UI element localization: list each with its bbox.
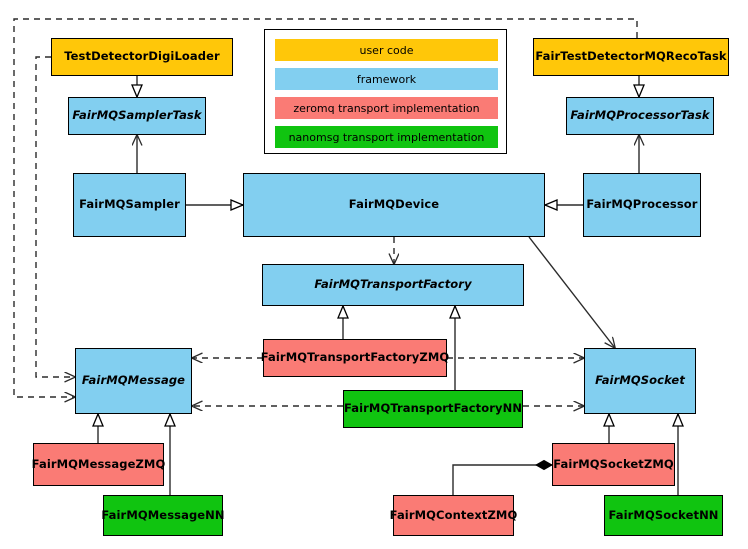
class-node-label: FairMQMessage bbox=[81, 373, 186, 388]
class-node-fairmqmessagenn[interactable]: FairMQMessageNN bbox=[101, 495, 225, 536]
class-node-label: FairMQTransportFactory bbox=[314, 277, 472, 292]
class-node-label: FairMQProcessorTask bbox=[570, 108, 710, 123]
legend-label-zeromq: zeromq transport implementation bbox=[293, 101, 480, 115]
legend-label-nanomsg: nanomsg transport implementation bbox=[288, 130, 485, 144]
legend-label-framework: framework bbox=[356, 72, 417, 86]
legend-item-zeromq: zeromq transport implementation bbox=[275, 97, 498, 119]
class-node-fairmqtransportfactoryzmq[interactable]: FairMQTransportFactoryZMQ bbox=[261, 339, 449, 377]
legend-item-nanomsg: nanomsg transport implementation bbox=[275, 126, 498, 148]
class-node-fairmqdevice[interactable]: FairMQDevice bbox=[243, 173, 545, 237]
legend-panel: user code framework zeromq transport imp… bbox=[264, 29, 507, 154]
class-node-label: FairMQSocket bbox=[595, 373, 685, 388]
class-node-label: FairMQProcessor bbox=[586, 197, 698, 212]
class-node-fairmqmessagezmq[interactable]: FairMQMessageZMQ bbox=[32, 443, 165, 486]
class-node-label: FairMQSamplerTask bbox=[72, 108, 202, 123]
class-node-label: FairMQMessageZMQ bbox=[31, 456, 166, 471]
edge-device-to-socket bbox=[528, 236, 615, 348]
class-node-fairmqsocket[interactable]: FairMQSocket bbox=[584, 348, 696, 414]
class-node-fairmqtransportfactorynn[interactable]: FairMQTransportFactoryNN bbox=[343, 390, 523, 428]
class-node-fairmqprocessortask[interactable]: FairMQProcessorTask bbox=[566, 97, 714, 135]
class-node-fairmqsocketnn[interactable]: FairMQSocketNN bbox=[604, 495, 723, 536]
class-node-fairtestdetectormqrecotask[interactable]: FairTestDetectorMQRecoTask bbox=[533, 38, 729, 76]
class-node-label: FairMQSocketNN bbox=[608, 507, 719, 522]
class-node-label: FairMQContextZMQ bbox=[389, 507, 518, 522]
legend-item-framework: framework bbox=[275, 68, 498, 90]
class-node-fairmqsampler[interactable]: FairMQSampler bbox=[73, 173, 186, 237]
class-node-fairmqcontextzmq[interactable]: FairMQContextZMQ bbox=[390, 495, 517, 536]
class-node-fairmqtransportfactory[interactable]: FairMQTransportFactory bbox=[262, 264, 524, 306]
class-node-label: FairMQTransportFactoryZMQ bbox=[260, 350, 450, 365]
legend-item-user-code: user code bbox=[275, 39, 498, 61]
class-node-fairmqsocketzmq[interactable]: FairMQSocketZMQ bbox=[552, 443, 675, 486]
class-node-label: FairTestDetectorMQRecoTask bbox=[535, 49, 727, 64]
class-node-label: TestDetectorDigiLoader bbox=[64, 49, 220, 64]
class-node-label: FairMQDevice bbox=[348, 197, 440, 212]
class-node-label: FairMQTransportFactoryNN bbox=[343, 401, 523, 416]
class-node-label: FairMQSampler bbox=[79, 197, 180, 212]
edge-socketzmq-composition-contextzmq bbox=[452, 465, 552, 495]
class-node-fairmqsamplertask[interactable]: FairMQSamplerTask bbox=[68, 97, 206, 135]
class-node-fairmqprocessor[interactable]: FairMQProcessor bbox=[583, 173, 701, 237]
class-node-label: FairMQMessageNN bbox=[101, 507, 225, 522]
class-node-fairmqmessage[interactable]: FairMQMessage bbox=[75, 348, 192, 414]
legend-label-user-code: user code bbox=[359, 43, 414, 57]
class-node-testdetectordigiloader[interactable]: TestDetectorDigiLoader bbox=[51, 38, 233, 76]
class-node-label: FairMQSocketZMQ bbox=[553, 456, 674, 471]
